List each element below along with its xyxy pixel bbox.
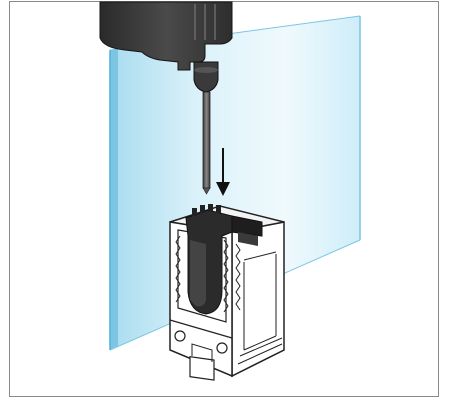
drill-icon (99, 1, 233, 195)
arrow-down-icon (216, 148, 230, 196)
housing-icon (169, 204, 285, 381)
